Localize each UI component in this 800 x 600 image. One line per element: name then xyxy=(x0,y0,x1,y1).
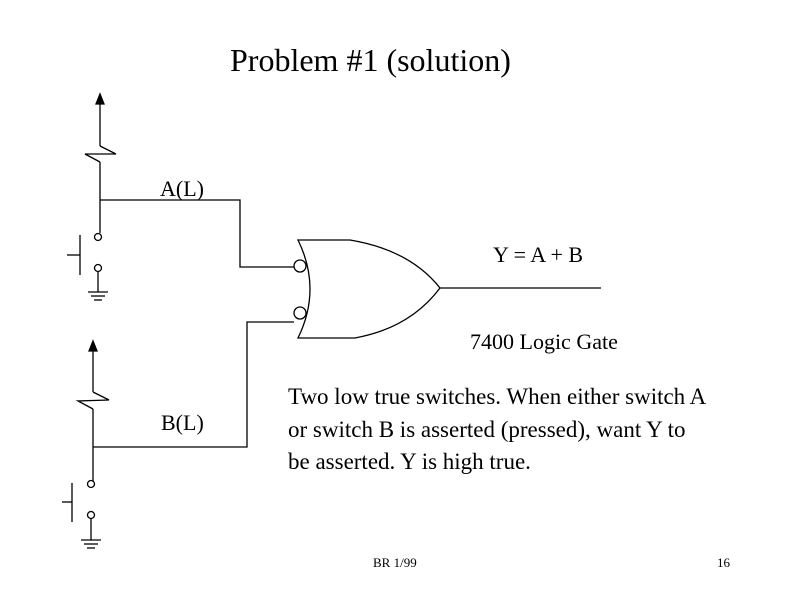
pullup-resistor-b xyxy=(75,391,110,410)
input-bubble-b xyxy=(293,306,307,320)
input-bubble-a xyxy=(293,259,307,273)
signal-label-b: B(L) xyxy=(161,410,204,435)
vcc-arrow-a xyxy=(95,92,105,146)
slide-title: Problem #1 (solution) xyxy=(230,42,511,78)
switch-a-contact-bottom xyxy=(93,263,103,273)
output-equation: Y = A + B xyxy=(493,242,584,267)
switch-b-contact-bottom xyxy=(86,510,96,520)
problem-description: Two low true switches. When either switc… xyxy=(288,384,705,474)
or-gate xyxy=(296,239,441,339)
ground-icon-b xyxy=(81,539,101,549)
wire-b-to-gate xyxy=(93,321,294,448)
page-number: 16 xyxy=(717,555,730,570)
pushbutton-a xyxy=(67,235,81,275)
switch-a-contact-top xyxy=(93,232,103,242)
vcc-arrow-b xyxy=(88,339,98,392)
wire-a-to-gate xyxy=(100,199,294,268)
switch-b-contact-top xyxy=(86,479,96,489)
ground-icon-a xyxy=(88,291,108,301)
footer-author-date: BR 1/99 xyxy=(373,555,417,570)
pullup-resistor-a xyxy=(84,145,117,163)
pushbutton-b xyxy=(62,483,73,522)
signal-label-a: A(L) xyxy=(160,176,204,201)
gate-caption: 7400 Logic Gate xyxy=(470,329,618,354)
